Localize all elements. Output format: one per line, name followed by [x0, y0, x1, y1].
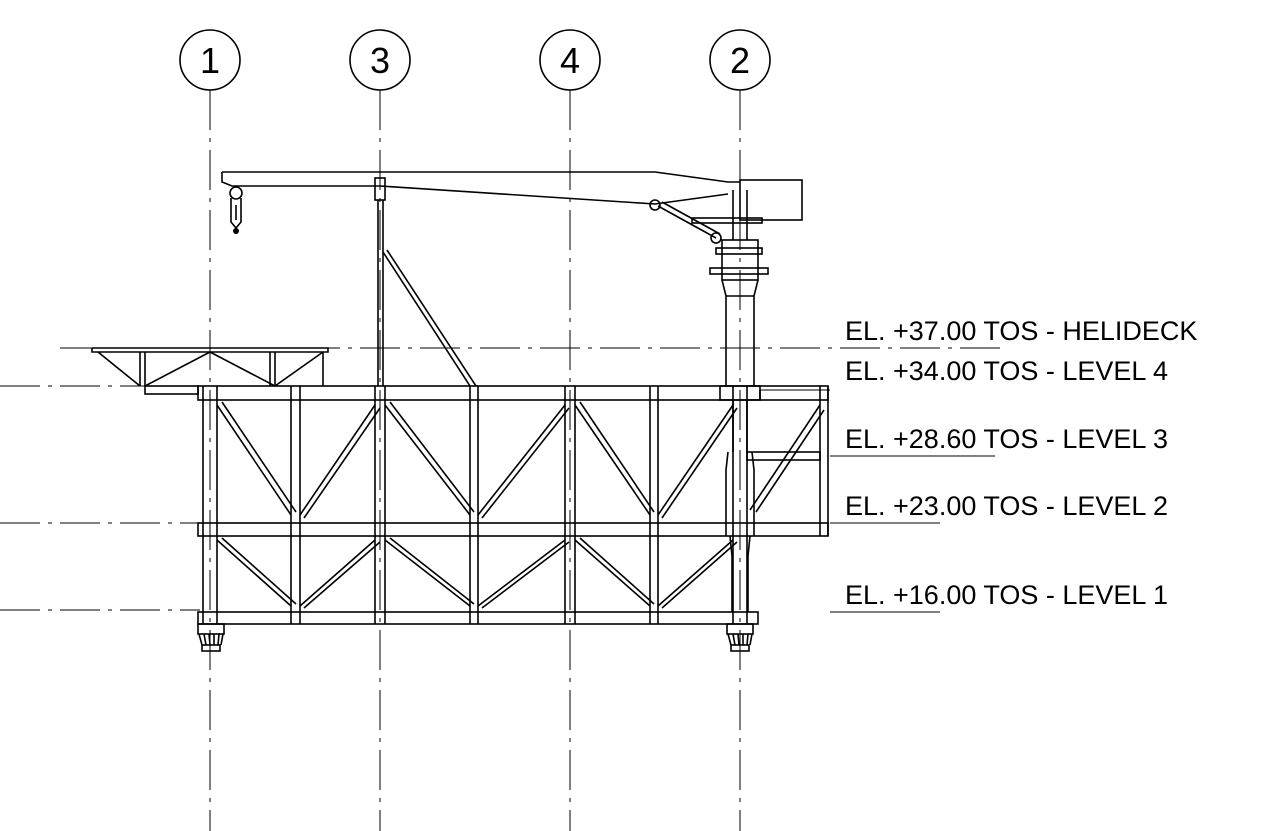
- grid-bubble-2: 2: [709, 29, 771, 91]
- grid-bubble-label: 4: [560, 40, 580, 81]
- grid-bubble-3: 3: [349, 29, 411, 91]
- jacket-truss: [197, 385, 829, 625]
- elevation-label-level-1: EL. +16.00 TOS - LEVEL 1: [845, 580, 1168, 610]
- level-lines: [0, 347, 1000, 613]
- crane-hook: [229, 186, 243, 234]
- elevation-labels: EL. +37.00 TOS - HELIDECK EL. +34.00 TOS…: [845, 316, 1197, 610]
- upper-bracing: [216, 401, 825, 519]
- crane-pedestal: [691, 190, 769, 612]
- elevation-label-helideck: EL. +37.00 TOS - HELIDECK: [845, 316, 1197, 346]
- pile-foot-left: [197, 623, 225, 652]
- elevation-label-level-4: EL. +34.00 TOS - LEVEL 4: [845, 356, 1168, 386]
- lower-bracing: [216, 537, 738, 609]
- grid-bubble-label: 2: [730, 40, 750, 81]
- grid-lines: [209, 90, 741, 831]
- helideck: [91, 347, 329, 395]
- grid-bubble-4: 4: [539, 29, 601, 91]
- grid-bubble-label: 3: [370, 40, 390, 81]
- elevation-label-level-3: EL. +28.60 TOS - LEVEL 3: [845, 424, 1168, 454]
- elevation-label-level-2: EL. +23.00 TOS - LEVEL 2: [845, 491, 1168, 521]
- pile-foot-right: [726, 623, 754, 652]
- grid-bubble-label: 1: [200, 40, 220, 81]
- crane-boom: [221, 171, 803, 387]
- grid-bubble-1: 1: [179, 29, 241, 91]
